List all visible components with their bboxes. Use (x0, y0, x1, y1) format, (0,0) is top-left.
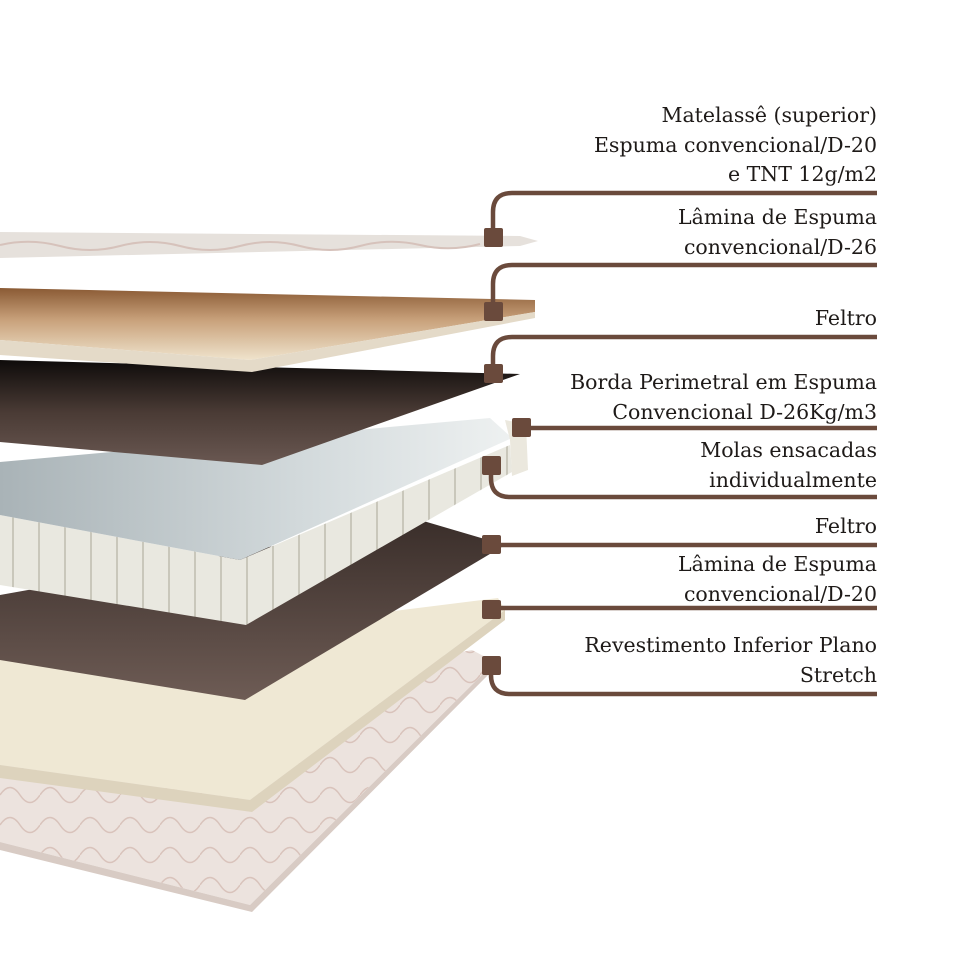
marker-3 (484, 364, 503, 383)
label-matelasse: Matelassê (superior) Espuma convencional… (594, 101, 877, 190)
connector-lines (488, 190, 877, 697)
label-line: Feltro (814, 514, 877, 538)
label-line: Stretch (799, 662, 877, 687)
label-felt-bottom: Feltro (815, 512, 877, 542)
marker-1 (484, 228, 503, 247)
connector-markers (482, 228, 531, 675)
label-line: Convencional D-26Kg/m3 (612, 399, 877, 424)
layer-matelasse (0, 232, 538, 258)
label-line: Borda Perimetral em Espuma (570, 370, 877, 394)
label-foam-d26: Lâmina de Espuma convencional/D-26 (678, 203, 877, 262)
label-line: Lâmina de Espuma (677, 205, 877, 229)
marker-4 (512, 418, 531, 437)
label-line: Feltro (814, 306, 877, 330)
marker-7 (482, 600, 501, 619)
layer-felt-top (0, 360, 520, 465)
label-line: Matelassê (superior) (661, 103, 877, 127)
layer-foam-d26 (0, 288, 535, 360)
label-line: Lâmina de Espuma (677, 552, 877, 576)
connector-5 (488, 470, 877, 500)
layer-matelasse-quilting (0, 240, 481, 251)
layer-springs-top (0, 418, 512, 560)
label-felt-top: Feltro (815, 304, 877, 334)
label-bottom-cover: Revestimento Inferior Plano Stretch (584, 631, 877, 690)
label-line: convencional/D-26 (683, 234, 877, 259)
connector-2 (490, 262, 877, 306)
label-line: Espuma convencional/D-20 (593, 132, 877, 157)
connector-3 (490, 334, 877, 369)
marker-2 (484, 302, 503, 321)
label-line: Molas ensacadas (700, 438, 877, 462)
label-line: individualmente (709, 467, 877, 492)
label-springs: Molas ensacadas individualmente (700, 436, 877, 495)
marker-5 (482, 456, 501, 475)
label-foam-d20: Lâmina de Espuma convencional/D-20 (678, 550, 877, 609)
connector-1 (490, 190, 877, 232)
label-line: convencional/D-20 (683, 581, 877, 606)
layer-springs-front (0, 445, 512, 625)
connector-8 (488, 670, 877, 697)
marker-6 (482, 535, 501, 554)
label-line: e TNT 12g/m2 (727, 162, 877, 186)
marker-8 (482, 656, 501, 675)
label-perimeter-foam: Borda Perimetral em Espuma Convencional … (570, 368, 877, 427)
layer-foam-d26-edge (0, 312, 535, 372)
label-line: Revestimento Inferior Plano (584, 633, 877, 657)
